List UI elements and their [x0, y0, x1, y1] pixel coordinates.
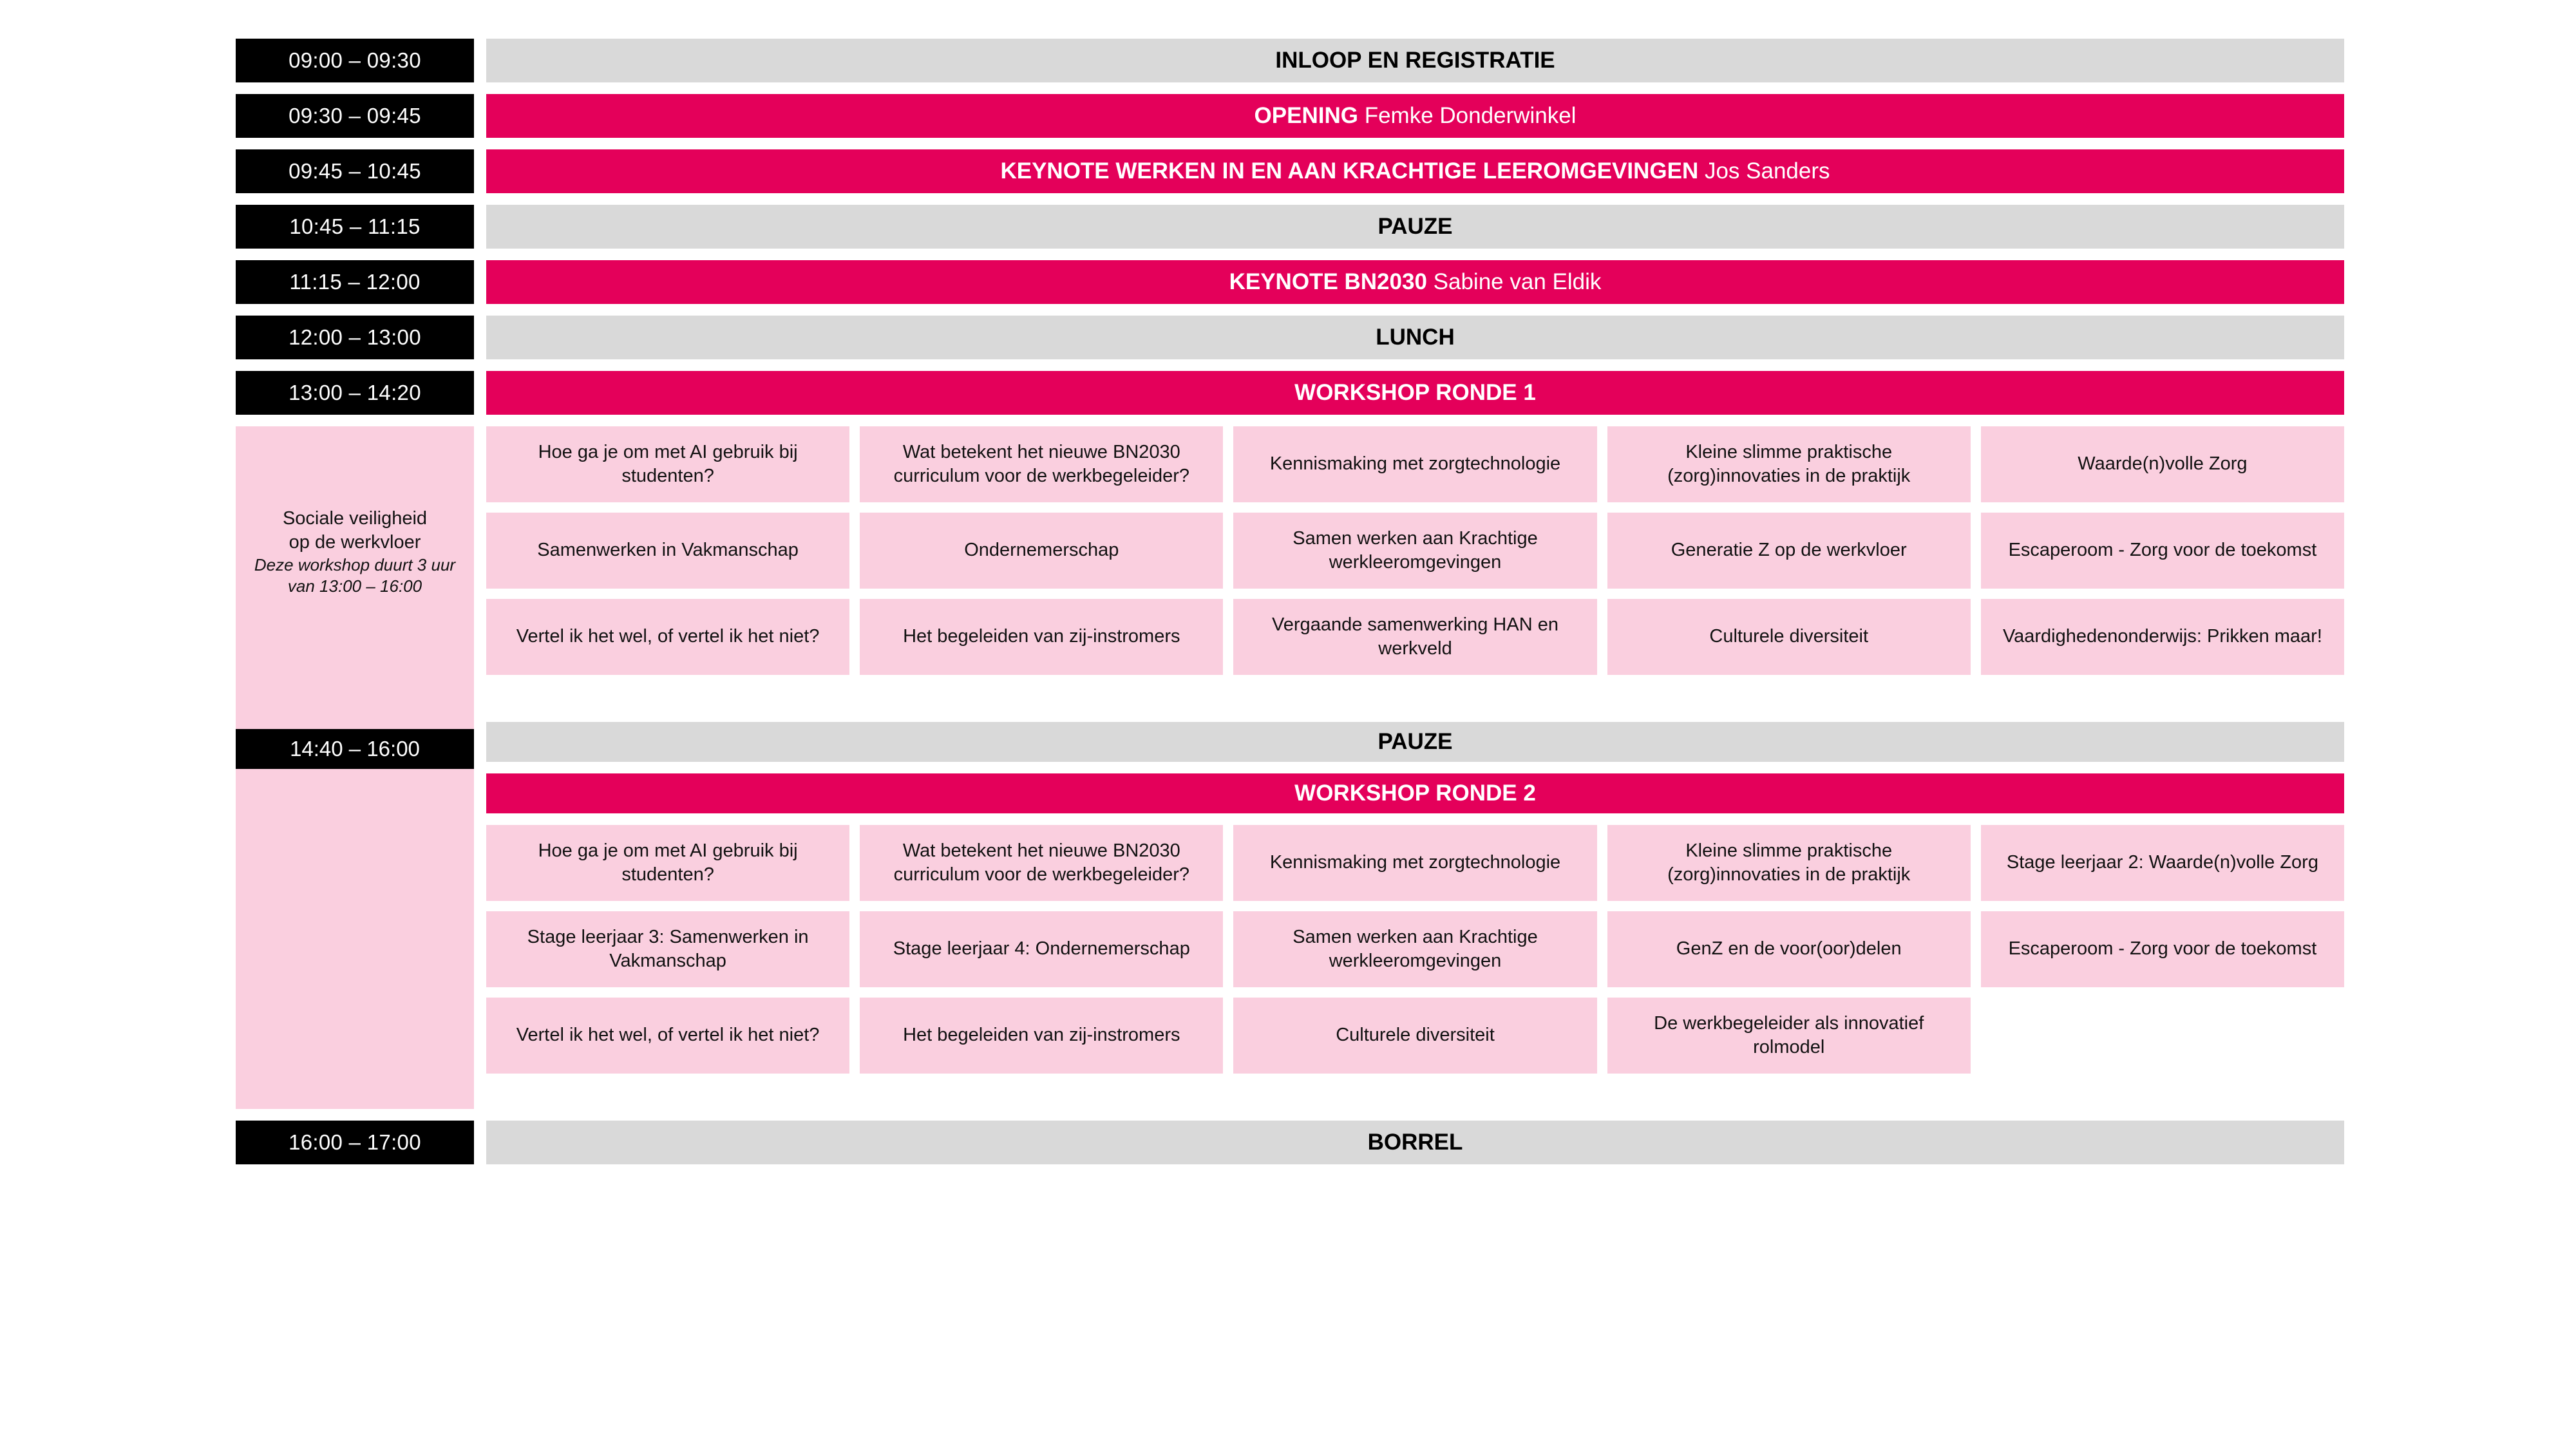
- workshop-cell[interactable]: Vergaande samenwerking HAN en werkveld: [1233, 599, 1597, 675]
- session-banner: KEYNOTE WERKEN IN EN AAN KRACHTIGE LEERO…: [486, 149, 2344, 193]
- session-title: PAUZE: [1378, 729, 1453, 754]
- schedule-row: 12:00 – 13:00 LUNCH: [236, 316, 2344, 359]
- time-slot: 13:00 – 14:20: [236, 371, 474, 415]
- schedule-row: 10:45 – 11:15 PAUZE: [236, 205, 2344, 249]
- workshop-section: Sociale veiligheid op de werkvloer Deze …: [236, 426, 2345, 1109]
- time-slot: 10:45 – 11:15: [236, 205, 474, 249]
- workshop-grid-row: Stage leerjaar 3: Samenwerken in Vakmans…: [486, 911, 2345, 987]
- workshop-grid-row: Vertel ik het wel, of vertel ik het niet…: [486, 998, 2344, 1074]
- session-title: INLOOP EN REGISTRATIE: [1275, 48, 1555, 73]
- sidebar-long-workshop[interactable]: Sociale veiligheid op de werkvloer Deze …: [236, 426, 474, 677]
- session-title: PAUZE: [1378, 214, 1453, 239]
- column-gap: [474, 205, 486, 249]
- schedule-row: 09:00 – 09:30 INLOOP EN REGISTRATIE: [236, 39, 2344, 82]
- workshop-cell[interactable]: Samenwerken in Vakmanschap: [486, 513, 850, 589]
- workshop-cell[interactable]: Kennismaking met zorgtechnologie: [1233, 825, 1597, 901]
- workshop-cell[interactable]: Het begeleiden van zij-instromers: [860, 599, 1224, 675]
- schedule-row: 11:15 – 12:00 KEYNOTE BN2030 Sabine van …: [236, 260, 2344, 304]
- workshop-cell-empty: [1981, 998, 2344, 1074]
- column-gap: [474, 149, 486, 193]
- workshop-cell[interactable]: Culturele diversiteit: [1607, 599, 1971, 675]
- workshop-cell[interactable]: Stage leerjaar 2: Waarde(n)volle Zorg: [1980, 825, 2345, 901]
- time-slot: 09:30 – 09:45: [236, 94, 474, 138]
- workshop-cell[interactable]: Samen werken aan Krachtige werkleeromgev…: [1233, 513, 1597, 589]
- workshop-cell[interactable]: Waarde(n)volle Zorg: [1980, 426, 2345, 502]
- workshop-cell[interactable]: Kennismaking met zorgtechnologie: [1233, 426, 1597, 502]
- session-banner: INLOOP EN REGISTRATIE: [486, 39, 2344, 82]
- workshop-cell[interactable]: Escaperoom - Zorg voor de toekomst: [1980, 911, 2345, 987]
- workshop-grid-row: Vertel ik het wel, of vertel ik het niet…: [486, 599, 2345, 675]
- time-slot: 16:00 – 17:00: [236, 1121, 474, 1164]
- session-speaker: Sabine van Eldik: [1433, 269, 1602, 294]
- schedule-row: 09:45 – 10:45 KEYNOTE WERKEN IN EN AAN K…: [236, 149, 2344, 193]
- schedule-row: 09:30 – 09:45 OPENING Femke Donderwinkel: [236, 94, 2344, 138]
- workshop-cell[interactable]: Wat betekent het nieuwe BN2030 curriculu…: [860, 426, 1224, 502]
- sidebar-workshop-title-line1: Sociale veiligheid: [282, 507, 428, 529]
- column-gap: [474, 426, 486, 1109]
- column-gap: [474, 371, 486, 415]
- workshop-sidebar-column: Sociale veiligheid op de werkvloer Deze …: [236, 426, 474, 1109]
- time-slot: 11:15 – 12:00: [236, 260, 474, 304]
- workshop-grid-row: Samenwerken in Vakmanschap Ondernemersch…: [486, 513, 2345, 589]
- session-banner: OPENING Femke Donderwinkel: [486, 94, 2344, 138]
- session-title: WORKSHOP RONDE 1: [1294, 380, 1536, 405]
- session-banner: PAUZE: [486, 205, 2344, 249]
- column-gap: [474, 316, 486, 359]
- schedule-row: 16:00 – 17:00 BORREL: [236, 1121, 2344, 1164]
- workshop-cell[interactable]: Kleine slimme praktische (zorg)innovatie…: [1607, 825, 1971, 901]
- workshop-cell[interactable]: Escaperoom - Zorg voor de toekomst: [1980, 513, 2345, 589]
- workshop-cell[interactable]: Vertel ik het wel, of vertel ik het niet…: [486, 998, 850, 1074]
- session-title: WORKSHOP RONDE 2: [1294, 781, 1536, 806]
- column-gap: [474, 94, 486, 138]
- time-slot: 09:45 – 10:45: [236, 149, 474, 193]
- workshop-cell[interactable]: Stage leerjaar 4: Ondernemerschap: [860, 911, 1224, 987]
- sidebar-workshop-title-line2: op de werkvloer: [289, 531, 421, 553]
- session-title: OPENING: [1254, 103, 1358, 128]
- workshop-round-1-header: 13:00 – 14:20 WORKSHOP RONDE 1: [236, 371, 2344, 415]
- session-banner: BORREL: [486, 1121, 2344, 1164]
- workshop-cell[interactable]: GenZ en de voor(oor)delen: [1607, 911, 1971, 987]
- time-slot: 09:00 – 09:30: [236, 39, 474, 82]
- workshop-cell[interactable]: Ondernemerschap: [860, 513, 1224, 589]
- workshop-grid-row: Hoe ga je om met AI gebruik bij studente…: [486, 825, 2345, 901]
- workshop-cell[interactable]: Hoe ga je om met AI gebruik bij studente…: [486, 825, 850, 901]
- workshop-cell[interactable]: Generatie Z op de werkvloer: [1607, 513, 1971, 589]
- workshop-cell[interactable]: Vaardighedenonderwijs: Prikken maar!: [1980, 599, 2345, 675]
- workshop-cell[interactable]: Vertel ik het wel, of vertel ik het niet…: [486, 599, 850, 675]
- session-banner: WORKSHOP RONDE 1: [486, 371, 2344, 415]
- workshop-cell[interactable]: Het begeleiden van zij-instromers: [860, 998, 1224, 1074]
- session-banner-mid-break: PAUZE: [486, 722, 2344, 762]
- workshop-cell[interactable]: Samen werken aan Krachtige werkleeromgev…: [1233, 911, 1597, 987]
- session-banner: LUNCH: [486, 316, 2344, 359]
- conference-schedule: 09:00 – 09:30 INLOOP EN REGISTRATIE 09:3…: [236, 39, 2345, 1176]
- workshop-cell[interactable]: Wat betekent het nieuwe BN2030 curriculu…: [860, 825, 1224, 901]
- workshop-cell[interactable]: Kleine slimme praktische (zorg)innovatie…: [1607, 426, 1971, 502]
- session-speaker: Jos Sanders: [1704, 158, 1830, 184]
- session-title: LUNCH: [1376, 325, 1455, 350]
- column-gap: [474, 1121, 486, 1164]
- column-gap: [474, 260, 486, 304]
- workshop-cell[interactable]: Stage leerjaar 3: Samenwerken in Vakmans…: [486, 911, 850, 987]
- workshop-cell[interactable]: Culturele diversiteit: [1233, 998, 1597, 1074]
- session-title: KEYNOTE BN2030: [1229, 269, 1427, 294]
- workshop-grid-row: Hoe ga je om met AI gebruik bij studente…: [486, 426, 2345, 502]
- workshop-cell[interactable]: Hoe ga je om met AI gebruik bij studente…: [486, 426, 850, 502]
- workshop-round-1-grid: Hoe ga je om met AI gebruik bij studente…: [486, 426, 2345, 710]
- session-title: KEYNOTE WERKEN IN EN AAN KRACHTIGE LEERO…: [1000, 158, 1699, 184]
- workshop-cell[interactable]: De werkbegeleider als innovatief rolmode…: [1607, 998, 1971, 1074]
- time-slot: 12:00 – 13:00: [236, 316, 474, 359]
- workshop-round-2-header: WORKSHOP RONDE 2: [486, 773, 2344, 813]
- sidebar-spacer-pauze: [236, 677, 474, 729]
- sidebar-spacer-gap: [236, 769, 474, 781]
- session-banner: KEYNOTE BN2030 Sabine van Eldik: [486, 260, 2344, 304]
- sidebar-spacer-round2: [236, 781, 474, 1109]
- time-slot: 14:40 – 16:00: [236, 729, 474, 769]
- sidebar-workshop-note: Deze workshop duurt 3 uur van 13:00 – 16…: [254, 554, 456, 596]
- column-gap: [474, 39, 486, 82]
- workshop-round-2-grid: Hoe ga je om met AI gebruik bij studente…: [486, 825, 2345, 1109]
- session-title: BORREL: [1367, 1130, 1463, 1155]
- session-speaker: Femke Donderwinkel: [1364, 103, 1577, 128]
